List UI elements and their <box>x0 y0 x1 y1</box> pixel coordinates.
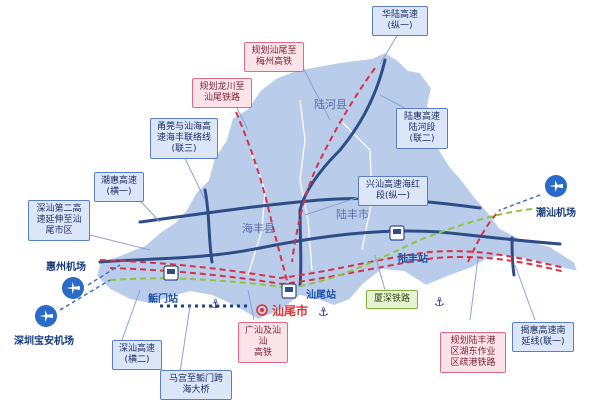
airplane-icon-chaoshan <box>549 180 563 192</box>
airplane-icon-shenzhen <box>39 310 53 322</box>
place-lufeng: 陆丰市 <box>336 208 369 221</box>
rail-guangshan <box>99 250 566 280</box>
rail-shanmei <box>291 67 376 263</box>
callout-magong: 马宫至鲘门跨 海大桥 <box>160 370 232 400</box>
callout-port-rail: 规划陆丰港 区湖东作业 区疏港铁路 <box>440 332 506 373</box>
airport-icons <box>35 175 567 327</box>
highway-liansan <box>203 188 214 264</box>
airplane-icon-huizhou <box>66 282 80 294</box>
shanwei-land <box>94 50 580 322</box>
callout-shanmei: 规划汕尾至 梅州高铁 <box>244 42 304 72</box>
callout-xingshan: 兴汕高速海红 段(纵一) <box>358 176 428 206</box>
highway-zongyi <box>298 58 387 287</box>
land-divider-1 <box>299 99 313 271</box>
route-chaoshan <box>499 194 541 211</box>
port-anchors: ⚓ ⚓ ⚓ <box>210 295 445 319</box>
leader-shenshan-ext <box>89 234 151 251</box>
leader-shanmei <box>299 61 331 121</box>
rail-longshan <box>235 111 289 286</box>
city-shanwei: 汕尾市 <box>272 304 309 318</box>
city-marker-outer <box>256 304 268 316</box>
airport-chaoshan: 潮汕机场 <box>536 208 576 219</box>
leader-shenshan <box>121 289 141 341</box>
train-icon-lumen-window <box>167 269 175 274</box>
rail-port <box>467 209 501 263</box>
callout-jiehui: 揭惠高速南 延线(联一) <box>512 322 574 352</box>
leader-hualu <box>379 33 399 65</box>
place-haifeng: 海丰县 <box>242 222 275 235</box>
place-luhe: 陆河县 <box>314 98 347 111</box>
station-lumen: 鲘门站 <box>148 294 178 305</box>
callout-shenshan: 深汕高速 (横二) <box>112 340 162 370</box>
anchor-icon-2: ⚓ <box>318 305 329 319</box>
city-marker-inner <box>260 308 264 312</box>
callout-hualu: 华陆高速 (纵一) <box>372 6 428 36</box>
leader-lines <box>89 33 536 373</box>
callout-xiashen: 厦深铁路 <box>366 290 418 309</box>
callout-chaohui: 潮惠高速 (横一) <box>94 172 144 202</box>
airport-shenzhen: 深圳宝安机场 <box>14 336 74 347</box>
leader-jiehui <box>514 264 536 321</box>
callout-guangshan: 广汕及汕汕 高铁 <box>238 322 288 363</box>
rail-guangshan-2 <box>109 255 566 286</box>
route-shenzhen <box>59 279 111 311</box>
anchor-icon-3: ⚓ <box>434 295 445 309</box>
leader-port <box>469 257 479 321</box>
callout-longshan: 规划龙川至 汕尾铁路 <box>192 78 252 108</box>
highway-henger <box>98 229 562 264</box>
station-shanwei: 汕尾站 <box>306 290 336 301</box>
train-icon-lufeng-window <box>393 229 401 234</box>
leader-guangshan <box>247 289 255 321</box>
anchor-icon-1: ⚓ <box>210 297 221 311</box>
station-markers <box>163 225 405 299</box>
route-huizhou <box>87 264 121 286</box>
callout-shenshan-ext: 深汕第二高 速延伸至汕 尾市区 <box>28 200 90 241</box>
station-lufeng: 陆丰站 <box>398 254 428 265</box>
air-routes <box>59 194 541 311</box>
leader-magong <box>179 305 191 373</box>
leader-xiashen <box>374 254 386 291</box>
planned-rails <box>99 67 566 286</box>
land-divider-3 <box>339 119 373 251</box>
airport-huizhou: 惠州机场 <box>46 262 86 273</box>
callout-luhe: 陆惠高速 陆河段 (联二) <box>396 108 448 149</box>
train-icon-shanwei-window <box>285 287 293 292</box>
callout-yonghai: 甬莞与汕海高 速海丰联络线 (联三) <box>150 118 218 159</box>
railway-xiashen <box>109 207 541 290</box>
